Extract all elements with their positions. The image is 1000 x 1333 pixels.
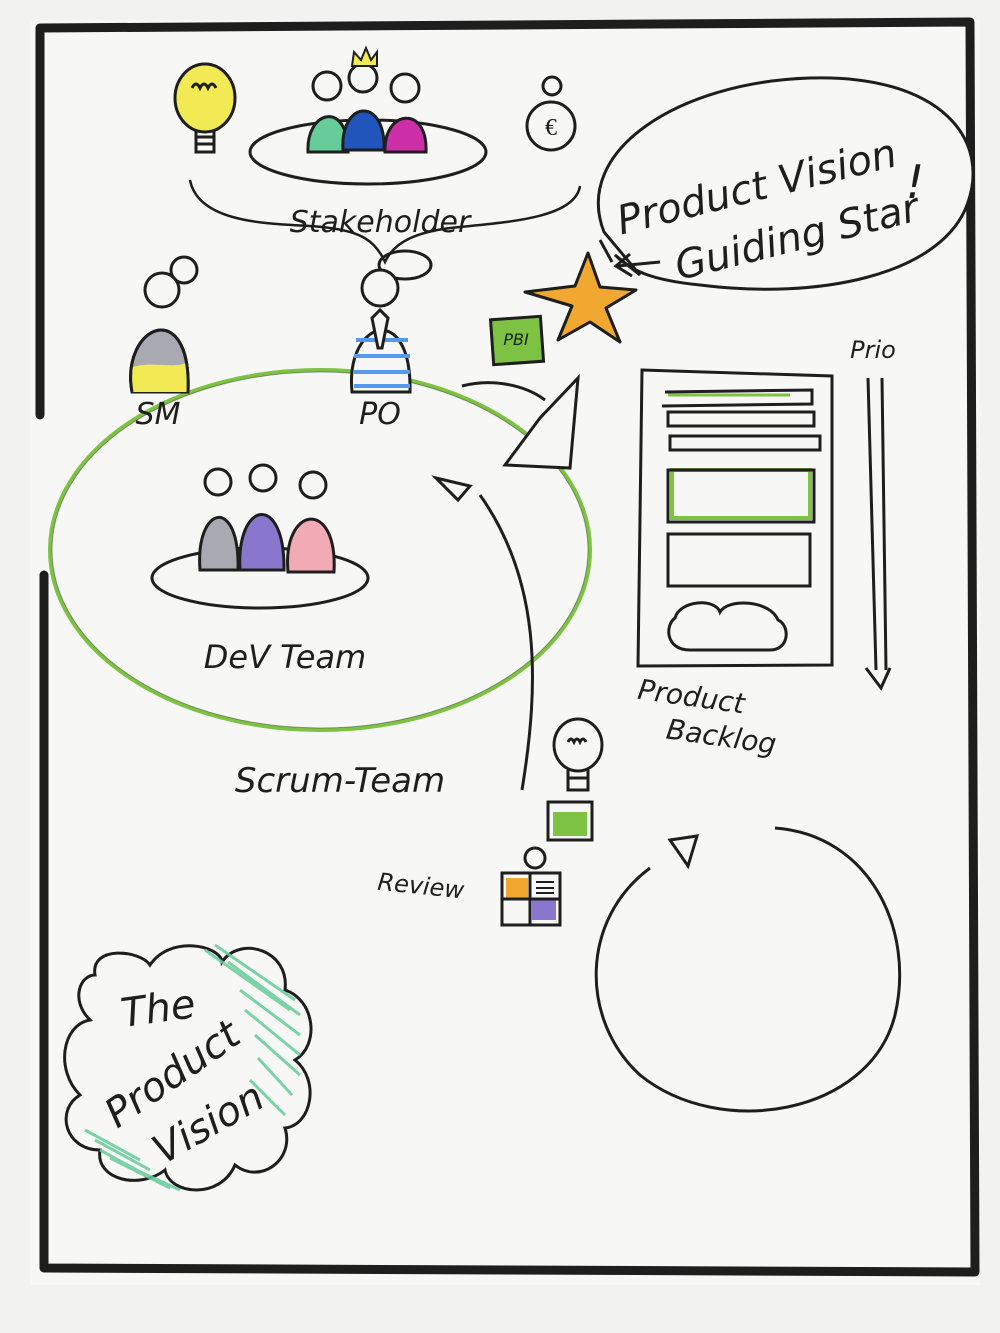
stakeholder-label: Stakeholder xyxy=(290,205,472,240)
vision-bubble-mark: ! xyxy=(906,155,924,209)
scrum-team-label: Scrum-Team xyxy=(235,761,445,801)
green-note xyxy=(548,802,592,840)
product-backlog-board xyxy=(638,370,832,666)
sm-label: SM xyxy=(136,397,181,432)
po-label: PO xyxy=(359,397,401,432)
dev-team-label: DeV Team xyxy=(204,638,366,676)
euro-label: € xyxy=(545,115,557,141)
pbi-label: PBI xyxy=(503,330,529,349)
prio-label: Prio xyxy=(850,336,896,364)
